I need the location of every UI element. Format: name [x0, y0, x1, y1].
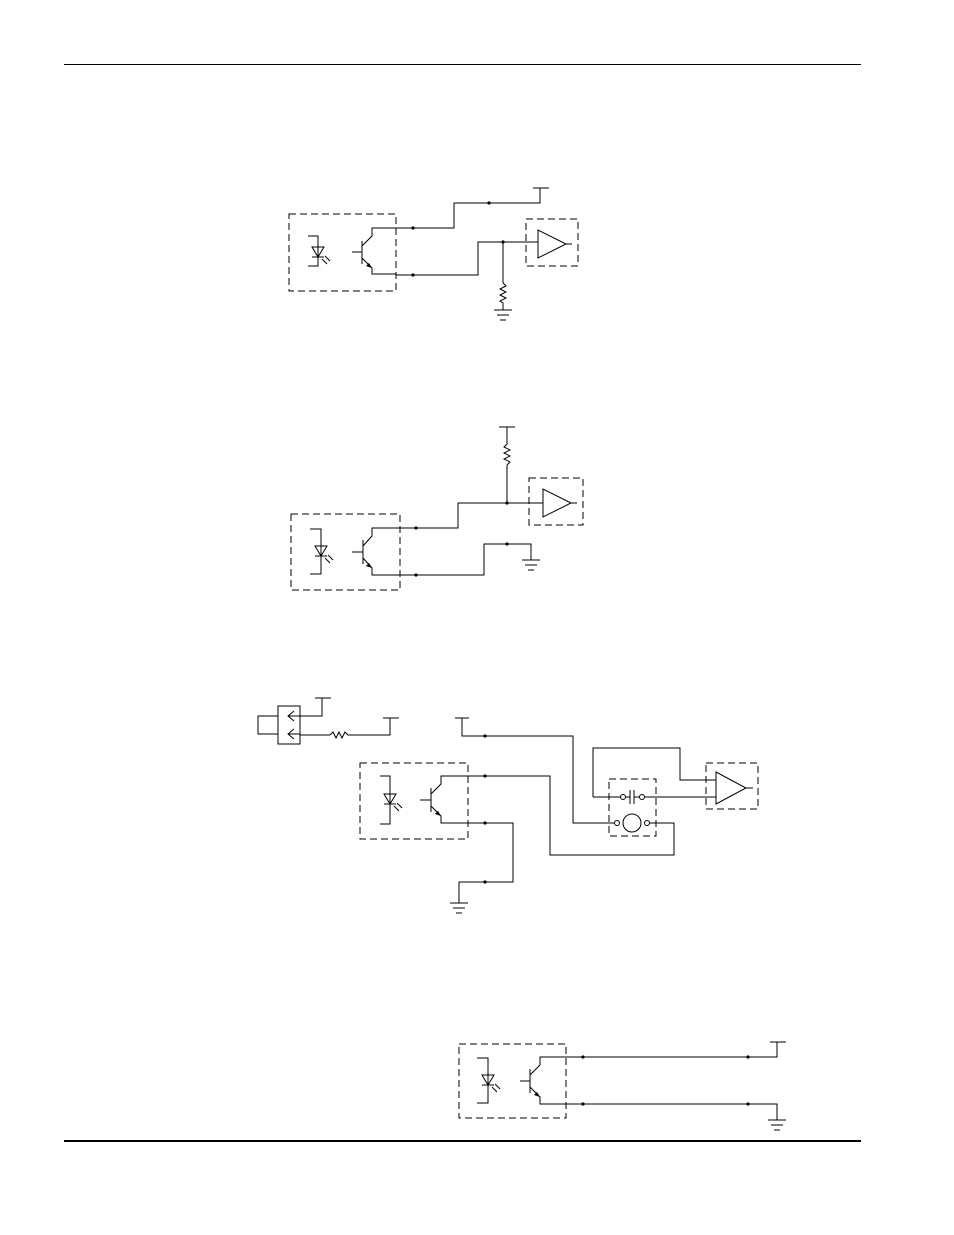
op-amp-icon — [715, 771, 748, 805]
optocoupler-package-outline — [288, 213, 397, 292]
phototransistor-icon — [420, 775, 468, 824]
optocoupler-package-outline — [359, 762, 469, 840]
motor-icon — [614, 813, 650, 833]
buffer-amplifier-icon — [542, 488, 573, 518]
diagram-1-pull-down-circuit — [288, 187, 579, 321]
phototransistor-icon — [520, 1056, 566, 1105]
optocoupler-led-icon — [308, 235, 331, 267]
capacitor-icon — [592, 747, 716, 804]
diagram-4-direct-output-circuit — [458, 1041, 786, 1131]
optocoupler-package-outline — [290, 513, 401, 591]
ground-icon — [522, 559, 540, 571]
optocoupler-package-outline — [458, 1043, 567, 1119]
ground-icon — [494, 309, 512, 321]
header-rule — [64, 64, 861, 65]
ground-icon — [450, 902, 468, 914]
pull-up-resistor-icon — [502, 427, 512, 466]
op-amp-package-outline — [705, 762, 759, 810]
relay-contacts-icon — [257, 705, 301, 745]
pull-down-resistor-icon — [498, 282, 508, 310]
diagram-2-pull-up-circuit — [290, 426, 584, 591]
ground-icon — [768, 1119, 786, 1131]
footer-rule — [64, 1140, 861, 1142]
buffer-package-outline — [525, 218, 579, 267]
capacitor-motor-package-outline — [608, 778, 657, 837]
buffer-package-outline — [528, 477, 584, 526]
diagram-3-motor-circuit — [257, 697, 759, 914]
buffer-amplifier-icon — [537, 229, 568, 259]
optocoupler-led-icon — [477, 1057, 501, 1104]
optocoupler-led-icon — [380, 775, 403, 825]
phototransistor-icon — [352, 227, 396, 275]
phototransistor-icon — [352, 527, 400, 576]
resistor-icon — [329, 718, 391, 740]
optocoupler-led-icon — [310, 528, 334, 575]
